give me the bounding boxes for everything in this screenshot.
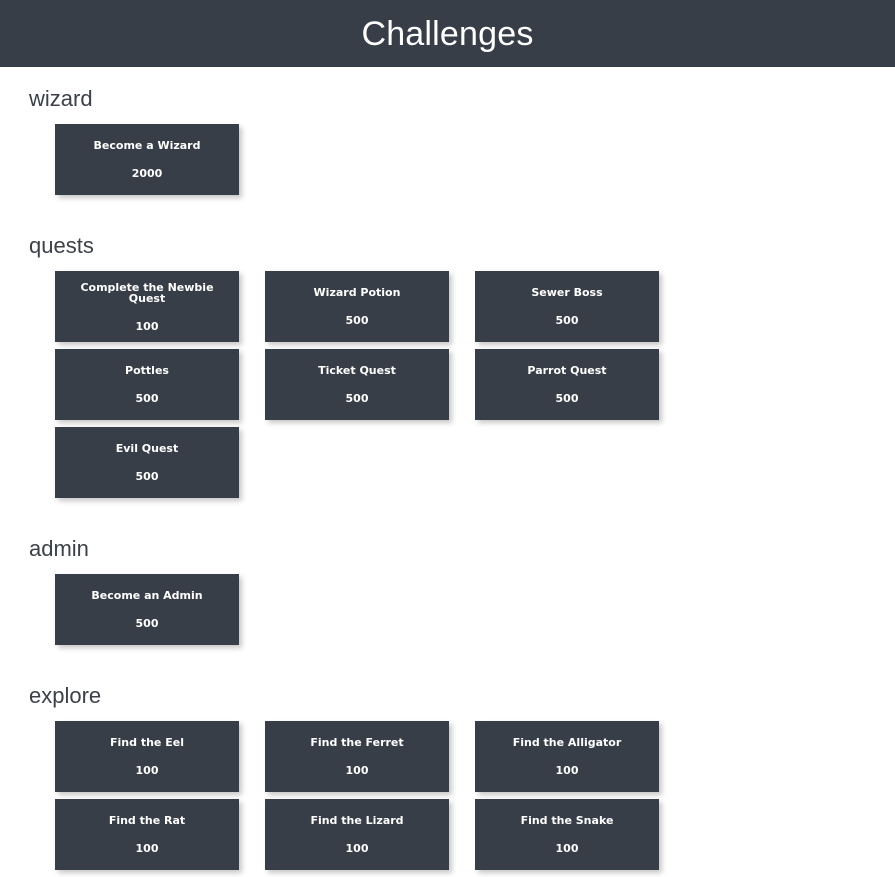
challenge-card[interactable]: Find the Alligator 100 <box>475 721 659 792</box>
challenge-card[interactable]: Complete the Newbie Quest 100 <box>55 271 239 342</box>
challenge-title: Complete the Newbie Quest <box>80 280 214 305</box>
challenge-card[interactable]: Sewer Boss 500 <box>475 271 659 342</box>
card-grid-explore: Find the Eel 100 Find the Ferret 100 Fin… <box>0 707 840 877</box>
challenge-card[interactable]: Pottles 500 <box>55 349 239 420</box>
challenge-title: Find the Snake <box>520 814 614 827</box>
challenge-value: 500 <box>135 617 159 630</box>
challenge-value: 100 <box>345 764 369 777</box>
challenge-card[interactable]: Wizard Potion 500 <box>265 271 449 342</box>
challenge-value: 100 <box>135 319 159 333</box>
challenge-card[interactable]: Find the Rat 100 <box>55 799 239 870</box>
challenge-title: Find the Ferret <box>310 736 404 749</box>
challenge-value: 2000 <box>131 167 163 180</box>
section-heading-quests: quests <box>29 233 94 258</box>
app-header: Challenges <box>0 0 895 67</box>
challenge-value: 100 <box>135 842 159 855</box>
section-wizard: wizard Become a Wizard 2000 <box>0 67 895 202</box>
challenge-card[interactable]: Become a Wizard 2000 <box>55 124 239 195</box>
challenge-value: 500 <box>345 392 369 405</box>
challenge-title: Wizard Potion <box>313 286 401 299</box>
challenge-title: Find the Lizard <box>310 814 404 827</box>
challenge-value: 100 <box>135 764 159 777</box>
challenge-value: 500 <box>135 392 159 405</box>
challenge-value: 100 <box>345 842 369 855</box>
card-grid-quests: Complete the Newbie Quest 100 Wizard Pot… <box>0 257 840 505</box>
challenge-title: Ticket Quest <box>318 364 396 377</box>
challenge-title: Pottles <box>125 364 169 377</box>
challenge-title: Evil Quest <box>115 442 179 455</box>
challenge-value: 500 <box>345 314 369 327</box>
challenge-card[interactable]: Find the Lizard 100 <box>265 799 449 870</box>
challenge-card[interactable]: Ticket Quest 500 <box>265 349 449 420</box>
challenge-card[interactable]: Parrot Quest 500 <box>475 349 659 420</box>
challenge-value: 500 <box>555 392 579 405</box>
challenge-card[interactable]: Find the Snake 100 <box>475 799 659 870</box>
section-explore: explore Find the Eel 100 Find the Ferret… <box>0 652 895 877</box>
challenge-value: 500 <box>555 314 579 327</box>
section-heading-explore: explore <box>29 683 102 708</box>
challenge-title: Sewer Boss <box>531 286 603 299</box>
challenge-title: Find the Alligator <box>512 736 622 749</box>
challenge-card[interactable]: Evil Quest 500 <box>55 427 239 498</box>
card-grid-admin: Become an Admin 500 <box>0 560 840 652</box>
section-admin: admin Become an Admin 500 <box>0 505 895 652</box>
challenge-value: 500 <box>135 470 159 483</box>
challenge-title: Become a Wizard <box>93 139 201 152</box>
challenges-content: wizard Become a Wizard 2000 quests Compl… <box>0 67 895 877</box>
challenge-value: 100 <box>555 842 579 855</box>
challenge-value: 100 <box>555 764 579 777</box>
challenge-title: Parrot Quest <box>527 364 607 377</box>
challenge-card[interactable]: Find the Ferret 100 <box>265 721 449 792</box>
page-title: Challenges <box>361 14 534 53</box>
challenge-title: Find the Rat <box>108 814 186 827</box>
challenge-title: Find the Eel <box>110 736 184 749</box>
section-heading-wizard: wizard <box>29 86 93 111</box>
card-grid-wizard: Become a Wizard 2000 <box>0 110 840 202</box>
section-quests: quests Complete the Newbie Quest 100 Wiz… <box>0 202 895 505</box>
section-heading-admin: admin <box>29 536 89 561</box>
challenge-card[interactable]: Find the Eel 100 <box>55 721 239 792</box>
challenge-card[interactable]: Become an Admin 500 <box>55 574 239 645</box>
challenge-title: Become an Admin <box>91 589 203 602</box>
